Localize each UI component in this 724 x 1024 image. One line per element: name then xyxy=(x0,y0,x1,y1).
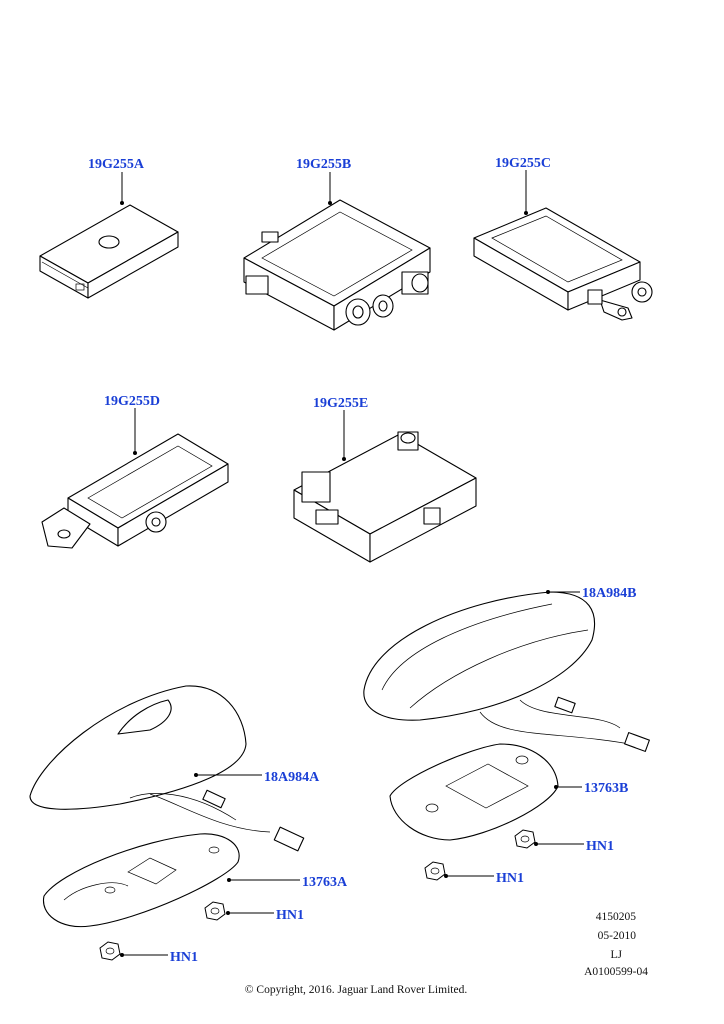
module-19g255b-drawing xyxy=(243,199,431,331)
nut-hn1-lower-right-drawing xyxy=(424,861,446,881)
drawing-id: A0100599-04 xyxy=(584,966,648,978)
label-19g255a[interactable]: 19G255A xyxy=(88,157,145,172)
label-19g255d[interactable]: 19G255D xyxy=(104,394,160,409)
label-18a984b[interactable]: 18A984B xyxy=(582,586,636,601)
label-hn1-upper-right[interactable]: HN1 xyxy=(586,839,614,854)
ref-number: 4150205 xyxy=(596,911,637,923)
antenna-18a984a-drawing xyxy=(29,685,305,852)
drawing-date: 05-2010 xyxy=(598,930,637,942)
drawing-initials: LJ xyxy=(611,949,623,961)
copyright-notice: © Copyright, 2016. Jaguar Land Rover Lim… xyxy=(245,984,468,996)
module-19g255c-drawing xyxy=(473,207,653,321)
label-19g255c[interactable]: 19G255C xyxy=(495,156,551,171)
module-19g255a-drawing xyxy=(39,204,179,299)
label-13763b[interactable]: 13763B xyxy=(584,781,628,796)
label-19g255b[interactable]: 19G255B xyxy=(296,157,351,172)
label-19g255e[interactable]: 19G255E xyxy=(313,396,368,411)
nut-hn1-upper-right-drawing xyxy=(514,829,536,849)
nut-hn1-upper-left-drawing xyxy=(204,901,226,921)
nut-hn1-lower-left-drawing xyxy=(99,941,121,961)
module-19g255e-drawing xyxy=(293,431,477,563)
label-13763a[interactable]: 13763A xyxy=(302,875,348,890)
label-18a984a[interactable]: 18A984A xyxy=(264,770,320,785)
module-19g255d-drawing xyxy=(41,433,229,549)
gasket-13763b-drawing xyxy=(389,743,559,841)
label-hn1-upper-left[interactable]: HN1 xyxy=(276,908,304,923)
gasket-13763a-drawing xyxy=(42,833,240,928)
label-hn1-lower-right[interactable]: HN1 xyxy=(496,871,524,886)
label-hn1-lower-left[interactable]: HN1 xyxy=(170,950,198,965)
antenna-18a984b-drawing xyxy=(363,591,650,752)
